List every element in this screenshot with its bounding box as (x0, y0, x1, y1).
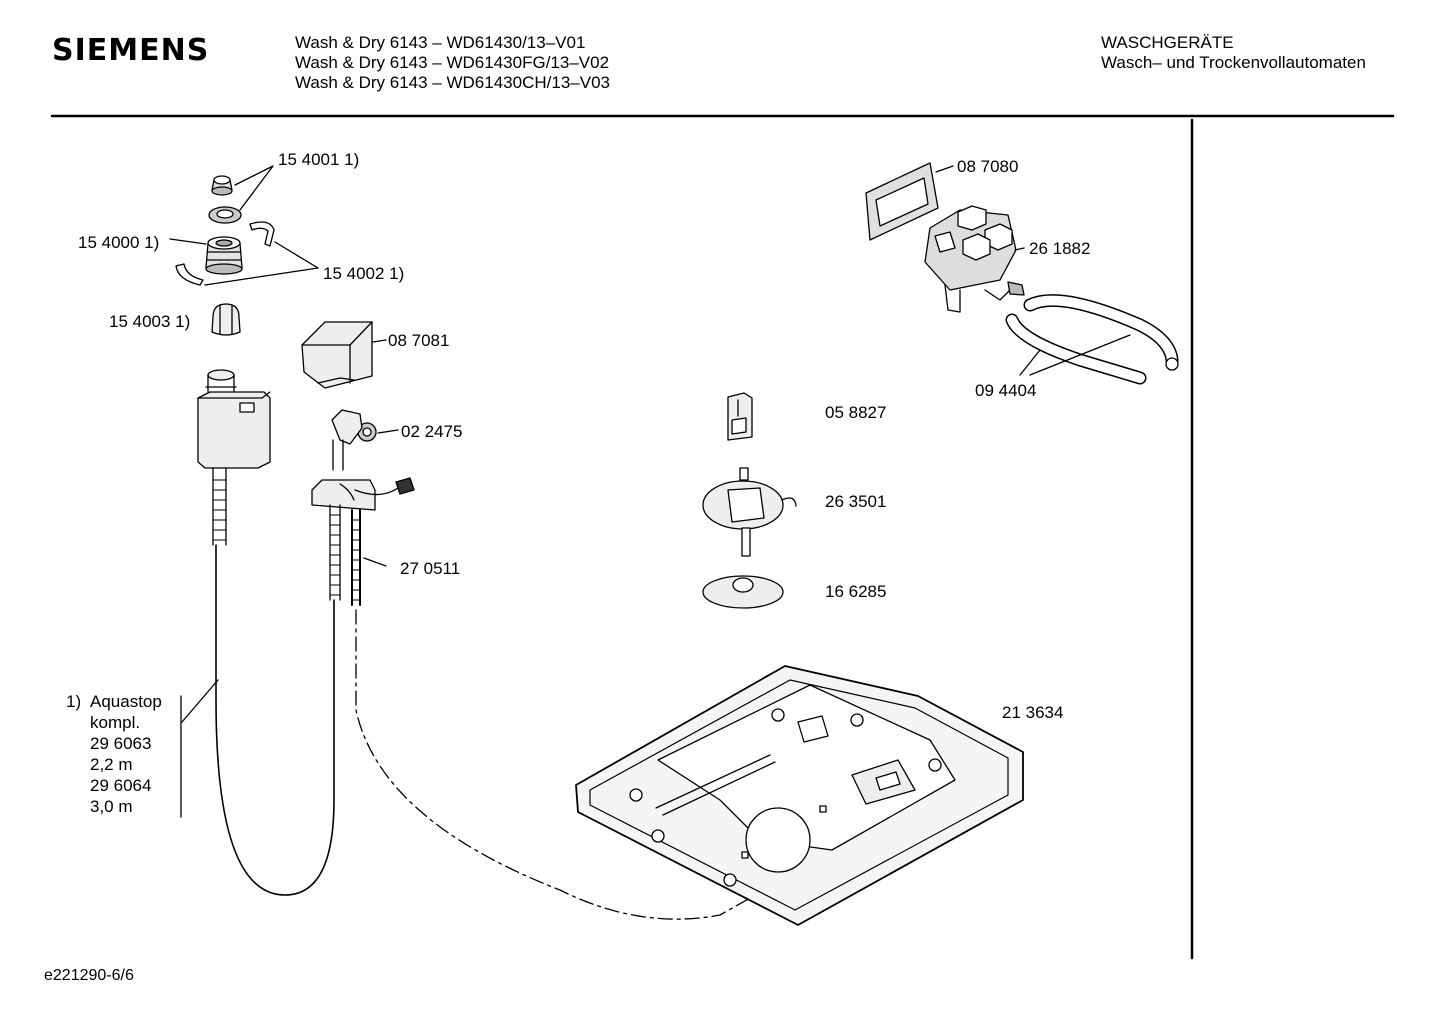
nut-part (211, 175, 233, 196)
part-label: 15 4001 1) (278, 150, 360, 169)
part-label: 21 3634 (1002, 703, 1064, 722)
hose-part (1005, 294, 1179, 385)
aquastop-hose (215, 544, 335, 896)
aquastop-valve-assembly (311, 409, 415, 606)
category-title: WASCHGERÄTE (1101, 33, 1234, 52)
solenoid-valve-part (924, 205, 1025, 313)
cap-part (211, 303, 241, 336)
clip-part-right (249, 221, 275, 247)
float-part (702, 467, 797, 557)
part-label: 26 1882 (1029, 239, 1091, 258)
model-line: Wash & Dry 6143 – WD61430FG/13–V02 (295, 53, 610, 72)
ring-part (357, 422, 377, 442)
footnote-line: Aquastop (90, 692, 162, 711)
model-line: Wash & Dry 6143 – WD61430/13–V01 (295, 33, 586, 52)
part-label: 08 7081 (388, 331, 450, 350)
brand-logo: SIEMENS (52, 33, 210, 68)
document-id: e221290-6/6 (44, 967, 134, 984)
drain-route-dashed (355, 609, 801, 920)
part-label: 15 4002 1) (323, 264, 405, 283)
cover-part (301, 321, 373, 389)
plug-part (727, 392, 753, 441)
model-list: Wash & Dry 6143 – WD61430/13–V01 Wash & … (295, 33, 610, 93)
footnote: 1) Aquastop kompl. 29 6063 2,2 m 29 6064… (66, 691, 162, 816)
footnote-line: 3,0 m (90, 797, 133, 816)
aquastop-box (197, 369, 271, 546)
category-block: WASCHGERÄTE Wasch– und Trockenvollautoma… (1101, 33, 1366, 73)
category-subtitle: Wasch– und Trockenvollautomaten (1101, 53, 1366, 72)
footnote-line: 29 6064 (90, 776, 152, 795)
part-label: 09 4404 (975, 381, 1037, 400)
disc-part (702, 575, 784, 609)
part-label: 02 2475 (401, 422, 463, 441)
footnote-line: 29 6063 (90, 734, 152, 753)
filter-screen-part (865, 162, 939, 241)
model-line: Wash & Dry 6143 – WD61430CH/13–V03 (295, 73, 610, 92)
part-label: 05 8827 (825, 403, 887, 422)
part-label: 15 4003 1) (109, 312, 191, 331)
part-label: 27 0511 (400, 559, 461, 578)
clip-part-left (175, 263, 204, 286)
part-label: 26 3501 (825, 492, 887, 511)
footnote-marker: 1) (66, 692, 82, 711)
footnote-line: 2,2 m (90, 755, 133, 774)
part-label: 08 7080 (957, 157, 1019, 176)
union-part (205, 236, 243, 275)
part-label: 15 4000 1) (78, 233, 160, 252)
footnote-line: kompl. (90, 713, 141, 732)
washer-part (208, 206, 242, 224)
part-label: 16 6285 (825, 582, 887, 601)
base-tray-part (575, 665, 1024, 926)
